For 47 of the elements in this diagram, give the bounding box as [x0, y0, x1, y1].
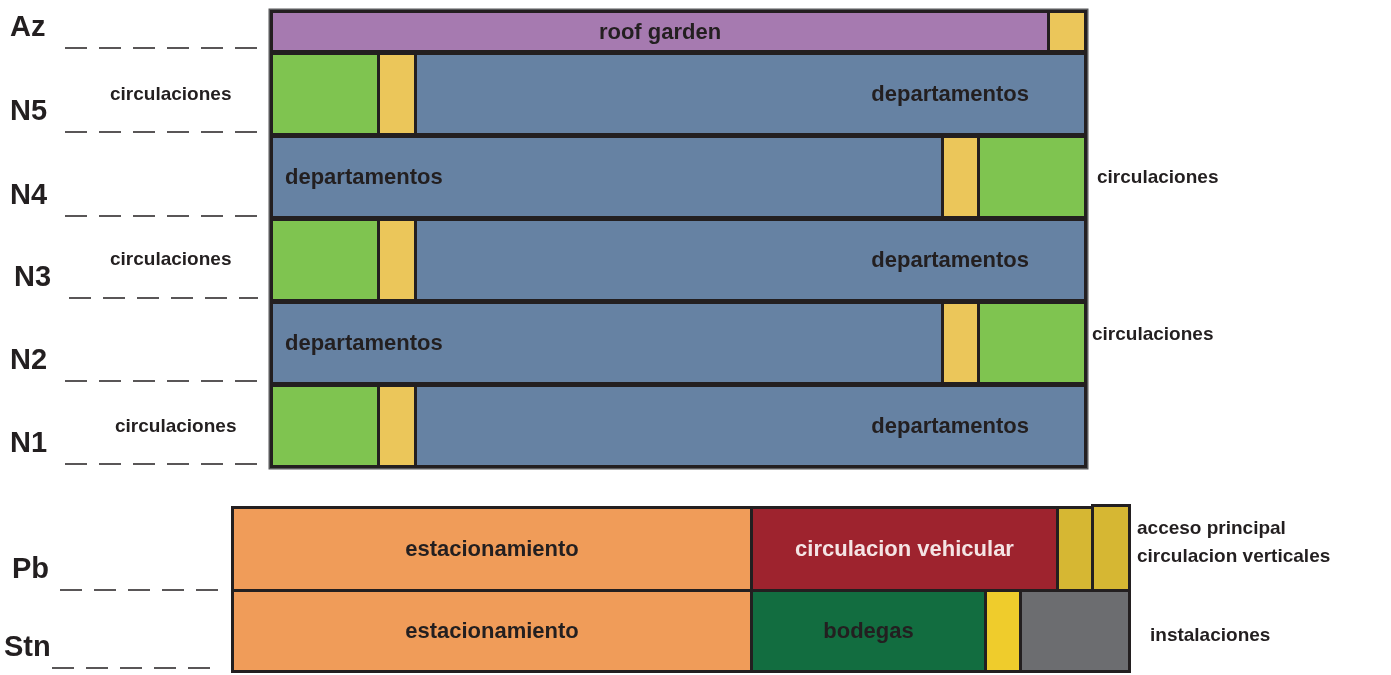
zone-block — [270, 52, 380, 136]
zone-caption: circulaciones — [110, 82, 232, 106]
zone-label: roof garden — [598, 18, 722, 45]
zone-block — [270, 10, 1050, 53]
level-label: N1 — [10, 426, 48, 459]
zone-caption: circulaciones — [115, 414, 237, 438]
level-label: N4 — [10, 178, 48, 211]
zone-caption: circulacion verticales — [1137, 544, 1331, 568]
level-label: N2 — [10, 343, 48, 376]
zone-block — [750, 589, 987, 673]
zone-label: departamentos — [871, 81, 1029, 107]
level-label: N5 — [10, 94, 48, 127]
zone-block — [414, 218, 1087, 302]
zone-block — [270, 218, 380, 302]
zone-block — [1091, 504, 1131, 592]
level-label: N3 — [14, 260, 52, 293]
zone-block — [750, 506, 1059, 592]
zone-label: circulacion vehicular — [795, 536, 1014, 562]
zone-block — [1019, 589, 1131, 673]
zone-caption: circulaciones — [1097, 165, 1219, 189]
zone-label: departamentos — [871, 413, 1029, 439]
zone-block — [1056, 506, 1094, 592]
zone-block — [231, 506, 753, 592]
level-label: Az — [10, 10, 46, 43]
zone-caption: circulaciones — [110, 247, 232, 271]
zone-block — [984, 589, 1022, 673]
zone-label: departamentos — [285, 330, 443, 356]
zone-block — [270, 384, 380, 468]
zone-block — [377, 52, 417, 136]
zone-block — [414, 384, 1087, 468]
zone-caption: circulaciones — [1092, 322, 1214, 346]
zone-block — [977, 135, 1087, 219]
zone-label: bodegas — [823, 618, 914, 644]
level-label: Stn — [4, 630, 51, 663]
zone-label: estacionamiento — [405, 536, 579, 562]
zone-block — [977, 301, 1087, 385]
zone-block — [414, 52, 1087, 136]
zone-caption: instalaciones — [1150, 623, 1271, 647]
level-label: Pb — [12, 552, 50, 585]
zone-label: departamentos — [871, 247, 1029, 273]
zone-block — [377, 384, 417, 468]
zone-block — [1047, 10, 1087, 53]
zone-block — [231, 589, 753, 673]
zone-label: estacionamiento — [405, 618, 579, 644]
zone-label: departamentos — [285, 164, 443, 190]
zone-block — [377, 218, 417, 302]
zone-caption: acceso principal — [1137, 516, 1286, 540]
